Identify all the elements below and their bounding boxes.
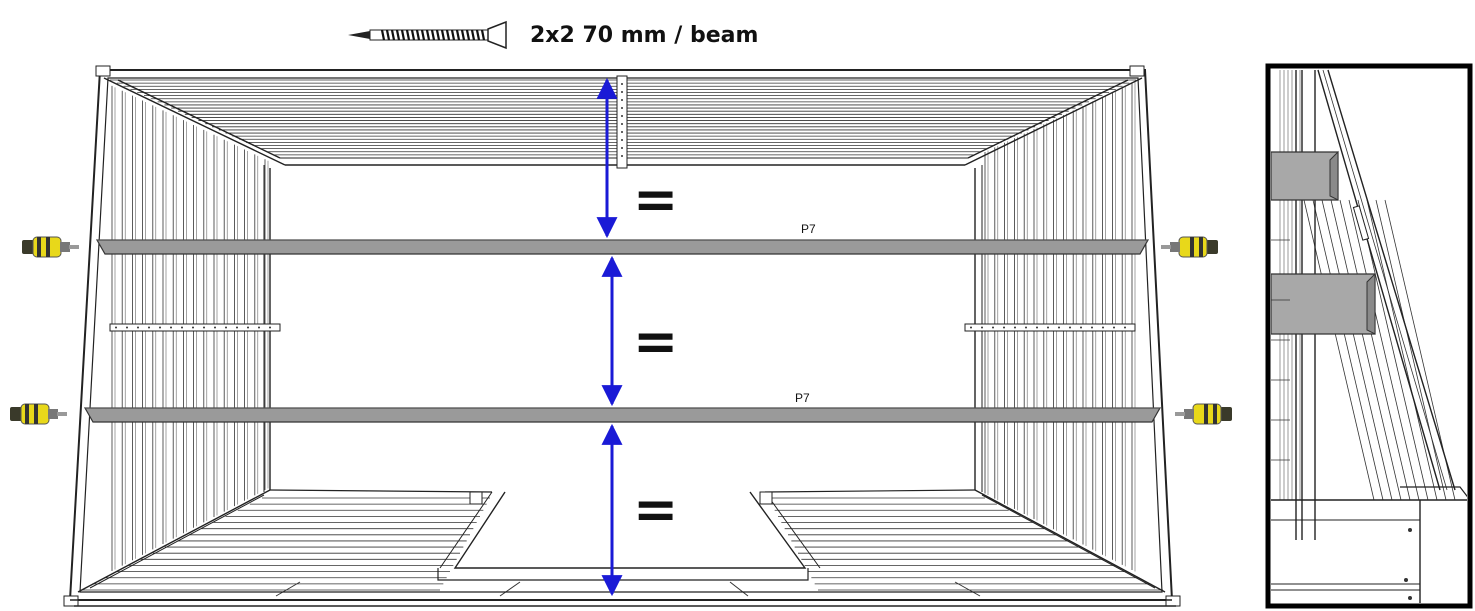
frame-structure (63, 65, 1181, 607)
back-slats (110, 79, 1136, 159)
drill-icon (1174, 403, 1233, 425)
drill-icon (21, 236, 80, 258)
lower-beam (83, 407, 1162, 423)
equal-sign-bottom: = (633, 478, 678, 541)
upper-beam-label: P7 (801, 222, 816, 236)
lower-beam-label: P7 (795, 391, 810, 405)
screw-icon (348, 20, 507, 50)
equal-sign-middle: = (633, 310, 678, 373)
upper-beam (95, 239, 1150, 255)
floor-slats (80, 497, 1163, 597)
spacing-arrows (596, 77, 623, 597)
drill-icon (9, 403, 68, 425)
detail-inset (1265, 63, 1473, 609)
equal-sign-top: = (633, 168, 678, 231)
drill-icon (1160, 236, 1219, 258)
screw-spec-label: 2x2 70 mm / beam (530, 23, 758, 48)
